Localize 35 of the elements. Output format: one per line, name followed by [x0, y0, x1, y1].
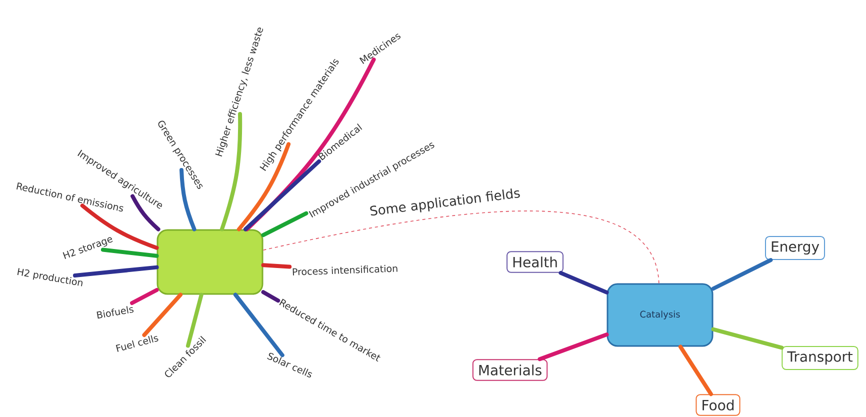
branch-line — [711, 258, 773, 291]
branch-line — [130, 288, 159, 306]
branch-line — [130, 194, 160, 232]
branch-line — [180, 168, 196, 232]
topic-box: Energy — [765, 236, 826, 260]
topic-box: Food — [696, 394, 740, 416]
branch-line — [678, 344, 713, 396]
branch-line — [711, 327, 784, 350]
branch-line — [261, 290, 280, 303]
branch-line — [243, 159, 322, 232]
branch-label: Biofuels — [96, 306, 134, 319]
branch-label: Process intensification — [292, 264, 398, 276]
branch-label: Solar cells — [267, 352, 312, 378]
branch-line — [233, 292, 284, 358]
branch-line — [236, 142, 291, 232]
branch-line — [220, 112, 242, 232]
branch-label: H2 production — [17, 268, 82, 286]
branch-line — [80, 204, 159, 250]
branch-label: Fuel cells — [116, 335, 158, 352]
center-box — [156, 229, 264, 295]
edge-label: Some application fields — [368, 186, 522, 220]
branch-line — [261, 263, 292, 269]
branch-line — [100, 248, 159, 258]
topic-box: Transport — [782, 346, 858, 370]
topic-box: Health — [506, 251, 564, 273]
branch-line — [538, 332, 609, 362]
dashed-line — [262, 210, 660, 284]
center-box: Catalysis — [606, 283, 714, 347]
branch-line — [186, 292, 204, 348]
topic-box: Materials — [472, 359, 548, 381]
branch-line — [558, 270, 609, 294]
branch-line — [261, 211, 308, 238]
branch-line — [244, 58, 376, 232]
branch-line — [142, 292, 183, 337]
branch-line — [72, 265, 159, 278]
